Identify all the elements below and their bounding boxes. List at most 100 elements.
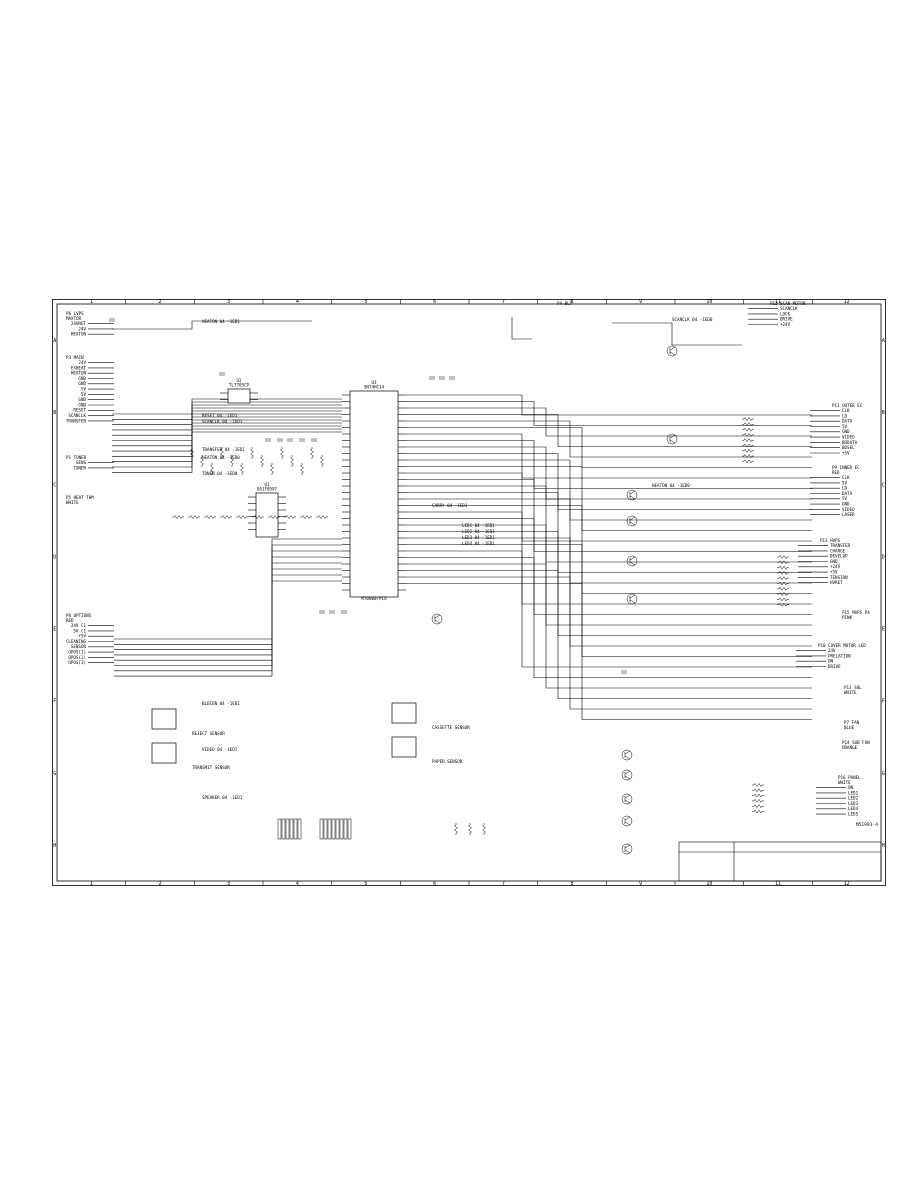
net-label: TRANSFER 04 -1ED1 xyxy=(202,447,245,452)
resistor xyxy=(777,581,789,586)
connector-pin-label: 5V xyxy=(842,424,848,429)
header-pin xyxy=(281,818,286,840)
grid-col-label: 2 xyxy=(158,299,161,305)
connector-p13b-title: P13 SOL xyxy=(844,685,862,690)
connector-p9-note: RED xyxy=(832,470,840,475)
resistor xyxy=(742,459,754,464)
grid-col-label: 8 xyxy=(570,299,573,305)
grid-row-label: D xyxy=(53,554,56,560)
chip-ref-label: U1 xyxy=(264,482,270,487)
resistor xyxy=(250,447,254,459)
grid-col-label: 3 xyxy=(227,299,230,305)
resistor xyxy=(742,432,754,437)
connector-pin-label: ON xyxy=(848,785,854,790)
connector-pin-label: LASER xyxy=(842,512,855,517)
header-pin xyxy=(343,818,348,840)
connector-pin-label: LOCK xyxy=(780,311,791,316)
connector-pin-label: ON xyxy=(828,659,834,664)
grid-row-label: A xyxy=(882,338,885,344)
grid-col-label: 10 xyxy=(706,299,712,305)
resistor xyxy=(300,515,312,519)
resistor xyxy=(240,463,244,475)
connector-pin-label: 5V xyxy=(81,387,87,392)
connector-p11-title: P11 OUTER EC xyxy=(832,403,863,408)
chip-part-label: UA1F0597 xyxy=(257,487,278,492)
net-label: SPEAKER 04 -1ED1 xyxy=(202,795,243,800)
resistor xyxy=(454,823,458,835)
grid-row-label: H xyxy=(53,843,56,849)
grid-col-label: 7 xyxy=(502,881,505,886)
connector-pin-label: 5V C1 xyxy=(73,628,86,633)
connector-pin-label: TRANSFER xyxy=(66,418,87,423)
grid-col-label: 8 xyxy=(570,881,573,886)
connector-pin-label: TENSION xyxy=(830,575,848,580)
connector-pin-label: 5V xyxy=(81,392,87,397)
net-label: TONER 04 -1ED0 xyxy=(202,471,238,476)
connector-p1-title: P1 TONER xyxy=(66,455,87,460)
resistor xyxy=(188,515,200,519)
connector-pin-label: LD xyxy=(842,413,848,418)
resistor xyxy=(742,443,754,448)
connector-p10-title: P10 COVER MOTOR LED xyxy=(818,643,866,648)
resistor xyxy=(742,454,754,459)
connector-pin-label: TRANSFER xyxy=(830,543,851,548)
connector-pin-label: LED4 xyxy=(848,806,859,811)
resistor xyxy=(742,417,754,421)
resistor xyxy=(236,515,248,519)
transistor-body xyxy=(431,613,443,625)
resistor xyxy=(777,565,789,570)
transistor-body xyxy=(626,593,638,605)
grid-row-label: C xyxy=(53,482,56,488)
grid-col-label: 12 xyxy=(844,299,850,305)
connector-p13b-note: WHITE xyxy=(844,690,857,695)
connector-p16-title: P16 PANEL xyxy=(838,775,861,780)
header-pin xyxy=(335,818,340,840)
grid-row-label: E xyxy=(53,627,56,633)
chip-ref-label: U2 xyxy=(236,378,242,383)
resistor xyxy=(752,793,764,798)
connector-pin-label: GND xyxy=(830,559,838,564)
connector-pin-label: 24V xyxy=(78,326,86,331)
resistor xyxy=(284,515,296,519)
transistor-body xyxy=(621,793,633,805)
connector-pin-label: 24VRET xyxy=(71,321,87,326)
sensor-photointerrupter xyxy=(151,742,177,764)
chip-u3-note: M70000/PIO xyxy=(361,596,387,601)
connector-pin-label: DEVELOP xyxy=(830,554,848,559)
connector-pin-label: VIDEO xyxy=(842,507,855,512)
resistor xyxy=(777,602,789,607)
grid-row-label: H xyxy=(882,843,885,849)
header-pin xyxy=(331,818,336,840)
transistor-body xyxy=(621,769,633,781)
grid-col-label: 5 xyxy=(364,299,367,305)
grid-col-label: 4 xyxy=(296,881,299,886)
connector-pin-label: OPOS(3) xyxy=(68,660,86,665)
connector-pin-label: 5V xyxy=(842,496,848,501)
connector-pin-label: HEATON xyxy=(71,332,87,337)
resistor xyxy=(204,515,216,519)
grid-col-label: 1 xyxy=(90,299,93,305)
header-pin xyxy=(327,818,332,840)
grid-col-label: 9 xyxy=(639,299,642,305)
header-pin xyxy=(323,818,328,840)
resistor xyxy=(252,515,264,519)
resistor xyxy=(742,448,754,453)
resistor xyxy=(777,570,789,575)
transistor-body xyxy=(626,489,638,501)
resistor xyxy=(752,783,764,787)
resistor xyxy=(752,798,764,803)
connector-p6-note: MAXTOR xyxy=(66,316,82,321)
connector-pin-label: BDDATA xyxy=(842,440,858,445)
resistor xyxy=(270,463,274,475)
connector-pin-label: DATA xyxy=(842,419,853,424)
connector-pin-label: GND xyxy=(78,397,86,402)
connector-pin-label: CLK xyxy=(842,408,850,413)
transistor-body xyxy=(621,843,633,855)
net-label: LED1 04 -1ED1 xyxy=(462,523,495,528)
connector-pin-label: SENSOR xyxy=(71,644,87,649)
net-label: LED3 04 -1ED1 xyxy=(462,535,495,540)
connector-pin-label: LED1 xyxy=(848,790,859,795)
connector-p12-title: P12 SCAN MOTOR xyxy=(770,301,806,306)
grid-row-label: C xyxy=(882,482,885,488)
resistor xyxy=(742,427,754,432)
